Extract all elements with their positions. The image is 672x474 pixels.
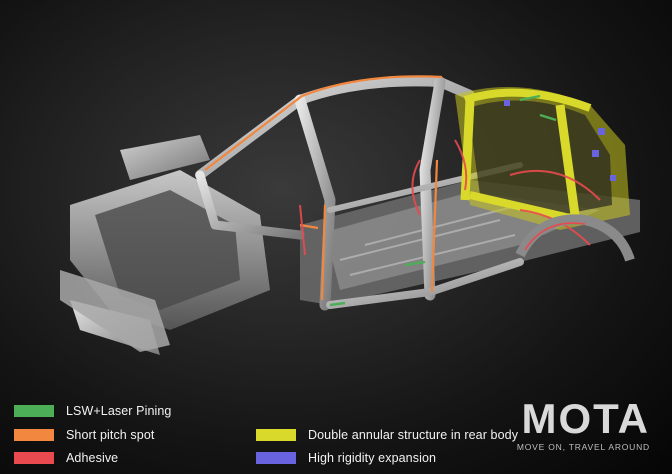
legend-label: Double annular structure in rear body [308, 428, 519, 442]
rear-wheel-arch [515, 214, 635, 262]
legend-item-high-rigidity: High rigidity expansion [256, 451, 436, 465]
front-structure [60, 135, 270, 355]
legend-label: High rigidity expansion [308, 451, 437, 465]
rear-annular-structure [455, 87, 630, 230]
legend-item-lsw: LSW+Laser Pining [14, 404, 171, 418]
legend-swatch-yellow [256, 429, 296, 441]
legend-label: LSW+Laser Pining [66, 404, 172, 418]
mota-tagline: MOVE ON, TRAVEL AROUND [516, 442, 650, 452]
legend-swatch-blue [256, 452, 296, 464]
legend-swatch-orange [14, 429, 54, 441]
laser-pining-lines [329, 94, 557, 307]
legend-item-short-pitch: Short pitch spot [14, 428, 154, 442]
car-body-frame-illustration [60, 75, 640, 355]
legend-swatch-green [14, 405, 54, 417]
legend-swatch-red [14, 452, 54, 464]
legend-item-adhesive: Adhesive [14, 451, 118, 465]
high-rigidity-marks [504, 100, 616, 181]
legend-label: Short pitch spot [66, 428, 155, 442]
cabin-frame [195, 76, 524, 311]
mota-logo: MOTA [521, 395, 650, 442]
legend-item-double-annular: Double annular structure in rear body [256, 428, 518, 442]
mota-watermark: MOTA MOVE ON, TRAVEL AROUND [516, 395, 650, 453]
legend-label: Adhesive [66, 451, 119, 465]
